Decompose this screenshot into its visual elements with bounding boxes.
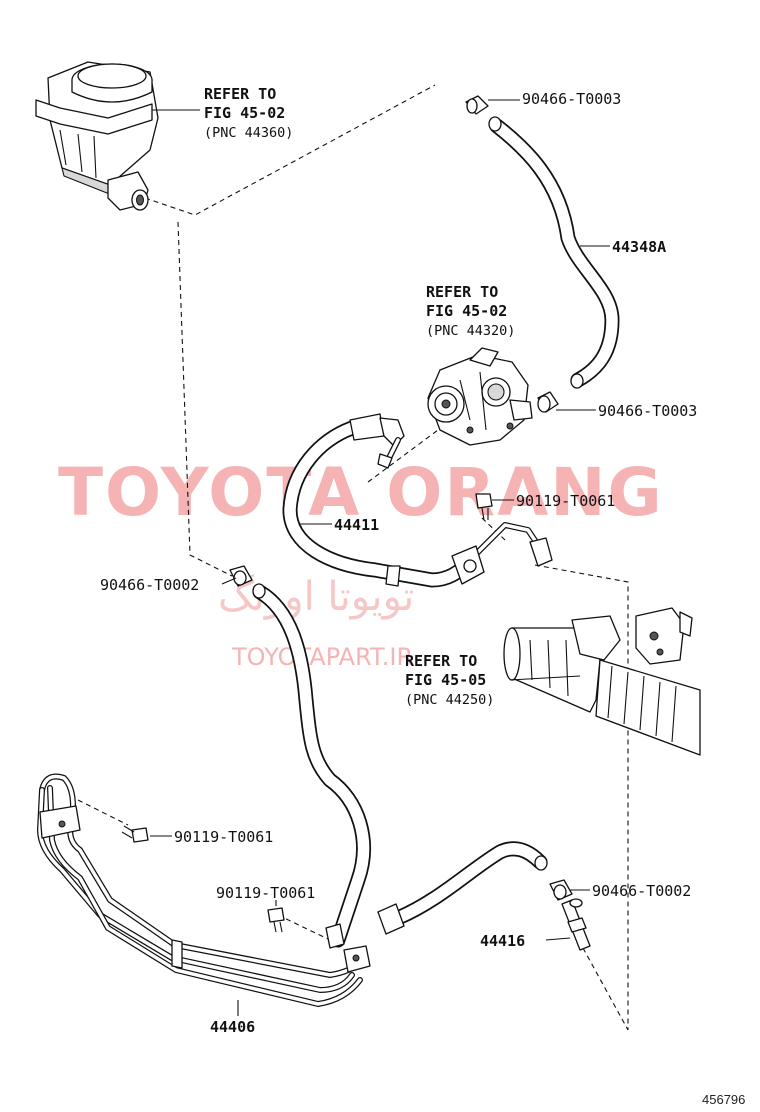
clamp-right-icon [549, 879, 573, 901]
watermark-url: TOYOTAPART.IR [231, 643, 413, 671]
pump-ref-line1: REFER TO [426, 283, 498, 301]
bolt-lower-icon [267, 907, 285, 933]
label-clamp-left: 90466-T0002 [100, 576, 199, 594]
suction-hose [488, 116, 620, 389]
illustration-id: 456796 [702, 1092, 745, 1107]
label-bolt-mid: 90119-T0061 [516, 492, 615, 510]
gear-ref-line1: REFER TO [405, 652, 477, 670]
label-hose-top: 44348A [612, 238, 666, 256]
watermark: TOYOTA ORANG تویوتا اورنگ TOYOTAPART.IR [58, 454, 664, 671]
pump-ref-line2: FIG 45-02 [426, 302, 507, 320]
reservoir-reference: REFER TO FIG 45-02 (PNC 44360) [204, 85, 293, 141]
label-clamp-pump: 90466-T0003 [598, 402, 697, 420]
power-steering-pump [427, 347, 533, 446]
label-union: 44416 [480, 932, 525, 950]
clamp-left-icon [229, 565, 253, 587]
union-fitting [561, 898, 591, 951]
pump-reference: REFER TO FIG 45-02 (PNC 44320) [426, 283, 515, 339]
bolt-mid-icon [475, 493, 493, 521]
label-pressure-hose: 44411 [334, 516, 379, 534]
gear-reference: REFER TO FIG 45-05 (PNC 44250) [405, 652, 494, 708]
return-hose-right [377, 841, 548, 935]
reservoir-tank [35, 61, 159, 211]
label-clamp-right: 90466-T0002 [592, 882, 691, 900]
watermark-title: TOYOTA ORANG [58, 454, 664, 531]
pressure-hose [282, 413, 553, 588]
label-clamp-top: 90466-T0003 [522, 90, 621, 108]
reference-lines [77, 84, 629, 1031]
return-hose-left [252, 583, 371, 948]
gear-ref-line2: FIG 45-05 [405, 671, 486, 689]
reservoir-ref-line2: FIG 45-02 [204, 104, 285, 122]
pump-ref-pnc: (PNC 44320) [426, 323, 515, 339]
bolt-left-icon [121, 825, 149, 843]
label-bolt-lower: 90119-T0061 [216, 884, 315, 902]
gear-ref-pnc: (PNC 44250) [405, 692, 494, 708]
label-return-tube: 44406 [210, 1018, 255, 1036]
watermark-arabic: تویوتا اورنگ [218, 574, 414, 620]
clamp-top-icon [465, 95, 489, 115]
reservoir-ref-line1: REFER TO [204, 85, 276, 103]
leader-lines [150, 99, 610, 1016]
label-bolt-left: 90119-T0061 [174, 828, 273, 846]
clamp-pump-icon [537, 391, 559, 413]
cooler-tube [37, 773, 371, 1007]
reservoir-ref-pnc: (PNC 44360) [204, 125, 293, 141]
steering-gear [503, 607, 701, 756]
